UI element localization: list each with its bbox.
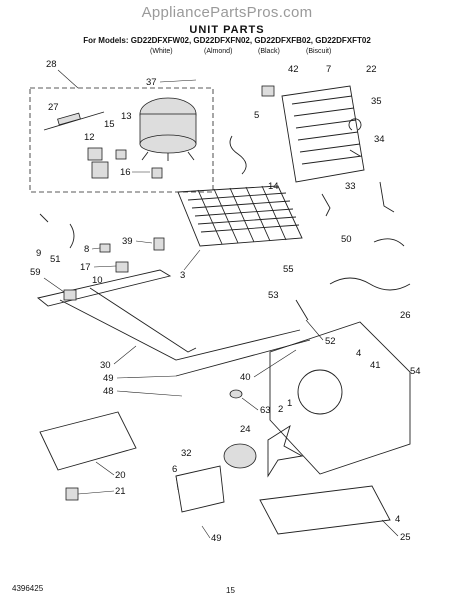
insulation (39, 411, 137, 471)
model-list: For Models: GD22DFXFW02, GD22DFXFN02, GD… (83, 36, 371, 45)
fan-motor (223, 443, 257, 469)
hose-51 (69, 223, 75, 249)
callout-35: 35 (371, 96, 382, 107)
callout-53: 53 (268, 290, 279, 301)
callout-14: 14 (268, 181, 279, 192)
callout-12: 12 (84, 132, 95, 143)
compressor (139, 97, 197, 161)
callout-2: 2 (278, 404, 283, 415)
callout-51: 51 (50, 254, 61, 265)
callout-16: 16 (120, 167, 131, 178)
condenser (177, 185, 303, 247)
part-9 (39, 213, 49, 223)
tube-14 (321, 193, 331, 217)
callout-8: 8 (84, 244, 89, 255)
relay-cover (115, 149, 127, 160)
color-white: (White) (150, 48, 173, 55)
callout-32: 32 (181, 448, 192, 459)
callout-13: 13 (121, 111, 132, 122)
callout-49a: 49 (103, 373, 114, 384)
callout-20: 20 (115, 470, 126, 481)
grommet-21 (65, 487, 79, 501)
callout-26: 26 (400, 310, 411, 321)
base-rails (36, 269, 311, 377)
evaporator (281, 85, 365, 183)
callout-48: 48 (103, 386, 114, 397)
callouts: 28 37 42 7 22 27 35 5 15 13 12 34 16 33 … (30, 59, 421, 544)
callout-15: 15 (104, 119, 115, 130)
color-almond: (Almond) (204, 48, 233, 55)
filter-drier (43, 111, 105, 131)
overload (91, 161, 109, 179)
callout-24: 24 (240, 424, 251, 435)
harness-26 (329, 277, 411, 291)
callout-4b: 4 (395, 514, 400, 525)
callout-34: 34 (374, 134, 385, 145)
callout-50: 50 (341, 234, 352, 245)
callout-6: 6 (172, 464, 177, 475)
callout-40: 40 (240, 372, 251, 383)
part-8 (99, 243, 111, 253)
callout-42: 42 (288, 64, 299, 75)
callout-9: 9 (36, 248, 41, 259)
callout-21: 21 (115, 486, 126, 497)
callout-27: 27 (48, 102, 59, 113)
part-63 (229, 389, 243, 399)
callout-22: 22 (366, 64, 377, 75)
motor-bracket (175, 465, 225, 513)
tubing (229, 135, 247, 175)
clip-35 (348, 118, 362, 131)
grommet-39 (153, 237, 165, 251)
callout-39: 39 (122, 236, 133, 247)
callout-54: 54 (410, 366, 421, 377)
callout-59: 59 (30, 267, 41, 278)
callout-3: 3 (180, 270, 185, 281)
screw-52 (295, 299, 309, 321)
callout-25: 25 (400, 532, 411, 543)
watermark: AppliancePartsPros.com (141, 4, 313, 21)
page-number: 15 (226, 586, 235, 595)
callout-10: 10 (92, 275, 103, 286)
part-59 (63, 289, 77, 301)
callout-33: 33 (345, 181, 356, 192)
callout-1: 1 (287, 398, 292, 409)
callout-63: 63 (260, 405, 271, 416)
drain-pan (259, 485, 391, 535)
harness-50 (373, 238, 405, 247)
color-biscuit: (Biscuit) (306, 48, 332, 55)
fan-shroud (269, 321, 411, 475)
fan-blade (267, 424, 304, 478)
callout-17: 17 (80, 262, 91, 273)
callout-41: 41 (370, 360, 381, 371)
part-17 (115, 261, 129, 273)
callout-4a: 4 (356, 348, 361, 359)
callout-55: 55 (283, 264, 294, 275)
document-number: 4396425 (12, 584, 44, 593)
compressor-group-box (29, 87, 214, 193)
tube-33 (379, 181, 395, 213)
callout-52: 52 (325, 336, 336, 347)
page-title: UNIT PARTS (189, 24, 265, 36)
callout-5: 5 (254, 110, 259, 121)
callout-37: 37 (146, 77, 157, 88)
clip-42 (261, 85, 275, 97)
callout-30: 30 (100, 360, 111, 371)
callout-49b: 49 (211, 533, 222, 544)
callout-28: 28 (46, 59, 57, 70)
callout-7: 7 (326, 64, 331, 75)
relay (87, 147, 103, 161)
color-black: (Black) (258, 48, 280, 55)
part-34 (349, 149, 361, 157)
grommet (151, 167, 163, 179)
